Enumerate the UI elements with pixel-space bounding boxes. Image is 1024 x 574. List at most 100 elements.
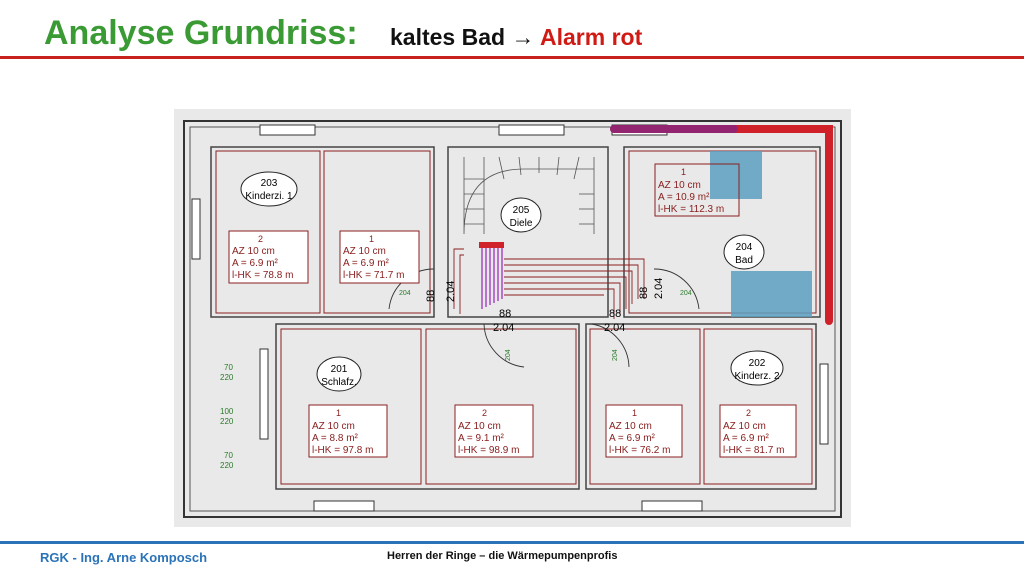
dim-label: 70 [224,363,233,372]
circuit-length: l-HK = 81.7 m [723,445,784,456]
room-202 [585,323,817,490]
circuit-length: l-HK = 71.7 m [343,270,404,281]
room-203 [210,146,435,318]
room-205 [447,146,609,318]
circuit-box: 1 AZ 10 cm A = 10.9 m² l-HK = 112.3 m [654,163,740,217]
circuit-box: 2 AZ 10 cm A = 6.9 m² l-HK = 81.7 m [719,404,797,458]
circuit-area: A = 6.9 m² [609,433,656,444]
room-name: Kinderzi. 1 [245,191,293,202]
subtitle-alarm: Alarm rot [539,24,643,50]
heating-zone [323,150,431,314]
door-width: 88 [609,308,621,320]
door-height: 2.04 [604,322,625,334]
circuit-box: 2 AZ 10 cm A = 9.1 m² l-HK = 98.9 m [454,404,534,458]
circuit-no: 1 [681,167,686,177]
dim-label: 220 [220,461,234,470]
pipe-bundle [481,248,503,309]
heating-zone [589,328,701,485]
circuit-length: l-HK = 112.3 m [658,204,724,215]
room-tag: 201 Schlafz. [316,356,362,392]
dim-label: 70 [224,451,233,460]
floor-plan: 203 Kinderzi. 1 205 Diele 204 Bad 201 Sc… [174,109,851,527]
circuit-az: AZ 10 cm [458,421,501,432]
footer-author: RGK - Ing. Arne Komposch [40,550,208,565]
room-204 [623,146,821,318]
door-tag: 204 [505,349,512,361]
circuit-box: 1 AZ 10 cm A = 8.8 m² l-HK = 97.8 m [308,404,388,458]
cold-zone [731,271,812,317]
room-number: 205 [513,205,530,216]
circuit-length: l-HK = 97.8 m [312,445,373,456]
room-number: 204 [736,242,753,253]
room-tag: 204 Bad [723,234,765,270]
circuit-no: 2 [482,408,487,418]
dim-label: 220 [220,417,234,426]
dim-label: 100 [220,407,234,416]
cold-zone [710,151,762,199]
room-tag: 202 Kinderz. 2 [730,350,784,386]
outer-wall [183,120,842,518]
door-tag: 204 [680,290,692,297]
circuit-az: AZ 10 cm [609,421,652,432]
room-name: Schlafz. [321,377,357,388]
circuit-az: AZ 10 cm [232,246,275,257]
door-tag: 204 [612,349,619,361]
circuit-area: A = 6.9 m² [232,258,279,269]
staircase [463,156,595,235]
floor-plan-svg: 203 Kinderzi. 1 205 Diele 204 Bad 201 Sc… [183,120,842,518]
door-width: 88 [638,287,650,299]
door-height: 2.04 [445,281,457,302]
circuit-az: AZ 10 cm [312,421,355,432]
heating-zone [703,328,813,485]
window [819,363,829,445]
circuit-box: 1 AZ 10 cm A = 6.9 m² l-HK = 71.7 m [339,230,420,284]
heating-zone [215,150,321,314]
circuit-az: AZ 10 cm [658,180,701,191]
room-number: 203 [261,178,278,189]
footer-rule [0,541,1024,544]
circuit-no: 1 [632,408,637,418]
circuit-length: l-HK = 78.8 m [232,270,293,281]
room-name: Bad [735,255,753,266]
circuit-length: l-HK = 76.2 m [609,445,670,456]
window [641,500,703,512]
subtitle-main: kaltes Bad → [390,24,540,50]
circuit-area: A = 6.9 m² [723,433,770,444]
circuit-no: 2 [746,408,751,418]
window [313,500,375,512]
circuit-area: A = 10.9 m² [658,192,710,203]
circuit-area: A = 9.1 m² [458,433,505,444]
circuit-no: 1 [369,234,374,244]
slide-title: Analyse Grundriss: [44,14,358,52]
door-label: 88 2.04 [425,281,457,302]
slide-subtitle: kaltes Bad → Alarm rot [390,24,642,51]
footer-tagline: Herren der Ringe – die Wärmepumpenprofis [387,550,618,562]
circuit-length: l-HK = 98.9 m [458,445,519,456]
heating-zone [425,328,577,485]
door-width: 88 [425,290,437,302]
window [191,198,201,260]
window [259,124,316,136]
room-tag: 203 Kinderzi. 1 [240,171,298,207]
room-number: 201 [331,364,348,375]
circuit-area: A = 8.8 m² [312,433,359,444]
room-name: Diele [510,218,533,229]
circuit-box: 2 AZ 10 cm A = 6.9 m² l-HK = 78.8 m [228,230,309,284]
circuit-area: A = 6.9 m² [343,258,390,269]
manifold [479,242,504,248]
circuit-no: 2 [258,234,263,244]
door-width: 88 [499,308,511,320]
circuit-az: AZ 10 cm [723,421,766,432]
door-tag: 204 [399,290,411,297]
room-tag: 205 Diele [500,197,542,233]
circuit-az: AZ 10 cm [343,246,386,257]
door-height: 2.04 [653,278,665,299]
header-rule [0,56,1024,59]
dim-label: 220 [220,373,234,382]
door-label: 88 2.04 [604,308,625,334]
window [498,124,565,136]
room-name: Kinderz. 2 [734,371,779,382]
pipe-runs [453,248,645,319]
circuit-box: 1 AZ 10 cm A = 6.9 m² l-HK = 76.2 m [605,404,683,458]
window [259,348,269,440]
